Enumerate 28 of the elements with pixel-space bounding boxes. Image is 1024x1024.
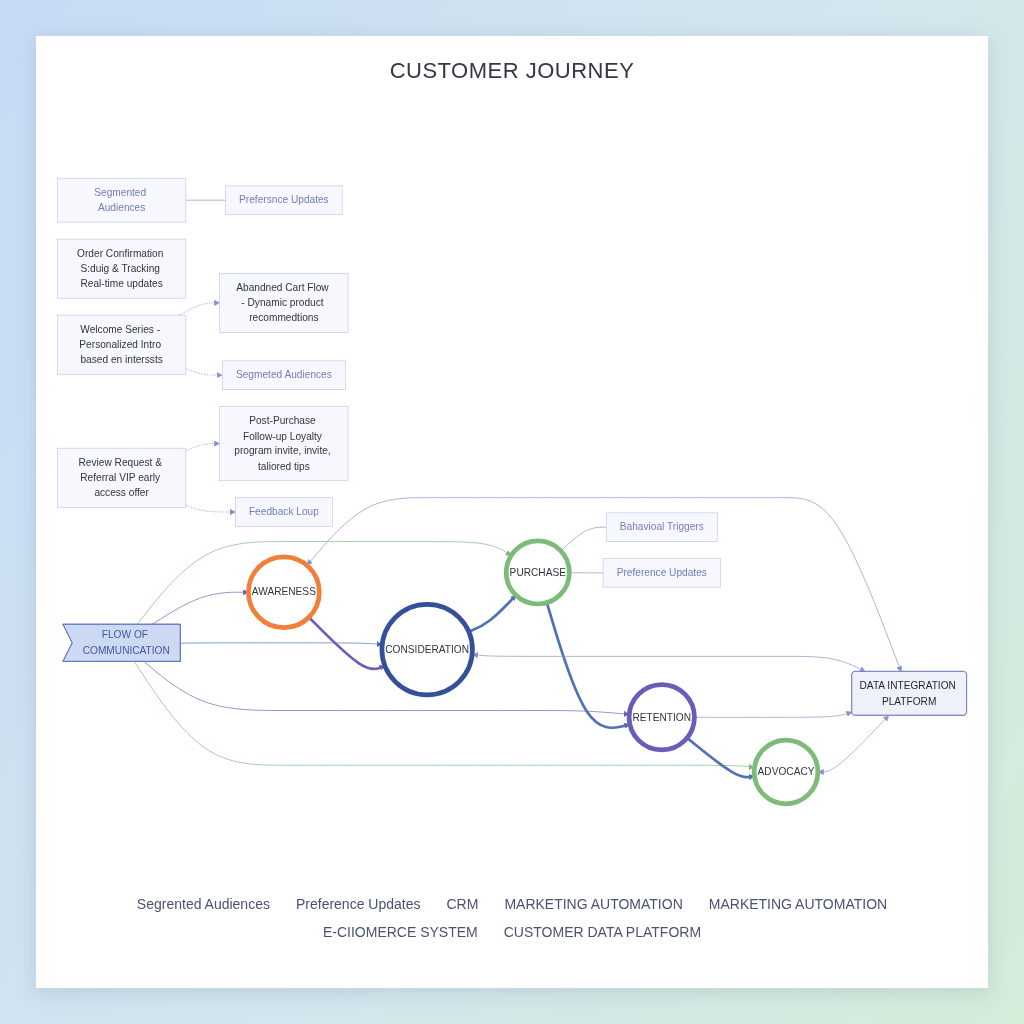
connector — [560, 526, 607, 552]
annotation-text: Preference Updates — [295, 896, 421, 912]
annotation-text: MARKETING AUTOMATION — [708, 896, 888, 912]
node-box: Post-Purchase Follow-up Loyalty program invite, invite, taliored tips — [219, 406, 349, 482]
annotation-text: E-CIIOMERCE SYSTEM — [322, 924, 478, 940]
annotation-text: Segrented Audiences — [136, 896, 270, 912]
arrow — [307, 616, 386, 671]
arrow — [468, 594, 517, 634]
node-box: Welcome Series - Personalized Intro based en interssts — [57, 314, 187, 375]
annotation-text: CUSTOMER DATA PLATFORM — [503, 924, 702, 940]
node-box: Review Request & Referral VIP early access offer — [57, 447, 187, 508]
node-box: Segmented Audiences — [57, 177, 187, 223]
node-circle: CONSIDERATION — [379, 601, 475, 698]
node-box: Bahavioal Triggers — [605, 512, 718, 542]
node-circle: ADVOCACY — [751, 737, 821, 807]
node-box: Feedback Loup — [235, 497, 333, 527]
node-box: Preference Updates — [602, 558, 721, 588]
connector — [185, 199, 226, 201]
node-circle: PURCHASE — [503, 538, 572, 607]
annotation-text: MARKETING AUTOMATION — [504, 896, 683, 912]
diagram-title: CUSTOMER JOURNEY — [388, 58, 636, 84]
annotation-text: CRM — [446, 896, 479, 912]
node-box: Prefersnce Updates — [225, 185, 343, 215]
node-box: Segmeted Audiences — [222, 360, 346, 390]
node-box: Abandned Cart Flow - Dynamic product recommedtions — [219, 272, 349, 333]
node-box: Order Confirmation S:duig & Tracking Real-time updates — [57, 238, 187, 299]
node-circle: AWARENESS — [246, 554, 322, 630]
node-circle: RETENTION — [626, 682, 697, 753]
